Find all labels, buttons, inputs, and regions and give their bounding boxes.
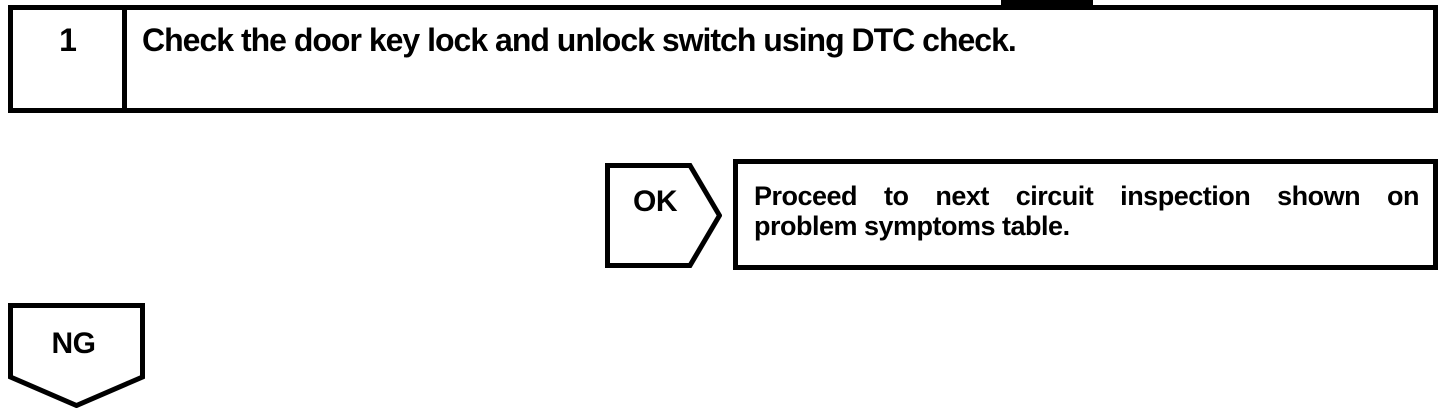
scan-artifact-mark	[1001, 0, 1093, 7]
ok-pentagon-right-arrow-icon	[605, 163, 722, 268]
ok-result-line-2: problem symptoms table.	[754, 211, 1070, 241]
ok-result-box: Proceed to next circuit inspection shown…	[733, 159, 1438, 270]
step-instruction: Check the door key lock and unlock switc…	[142, 22, 1017, 58]
ng-pentagon-down-arrow-icon	[8, 303, 145, 408]
step-box: 1 Check the door key lock and unlock swi…	[8, 5, 1438, 113]
ng-connector: NG	[8, 303, 145, 408]
ng-label: NG	[51, 327, 97, 360]
step-number: 1	[13, 10, 127, 108]
ok-result-line-1: Proceed to next circuit inspection shown…	[754, 181, 1420, 211]
ok-label: OK	[633, 185, 678, 218]
ok-connector: OK	[605, 163, 722, 268]
